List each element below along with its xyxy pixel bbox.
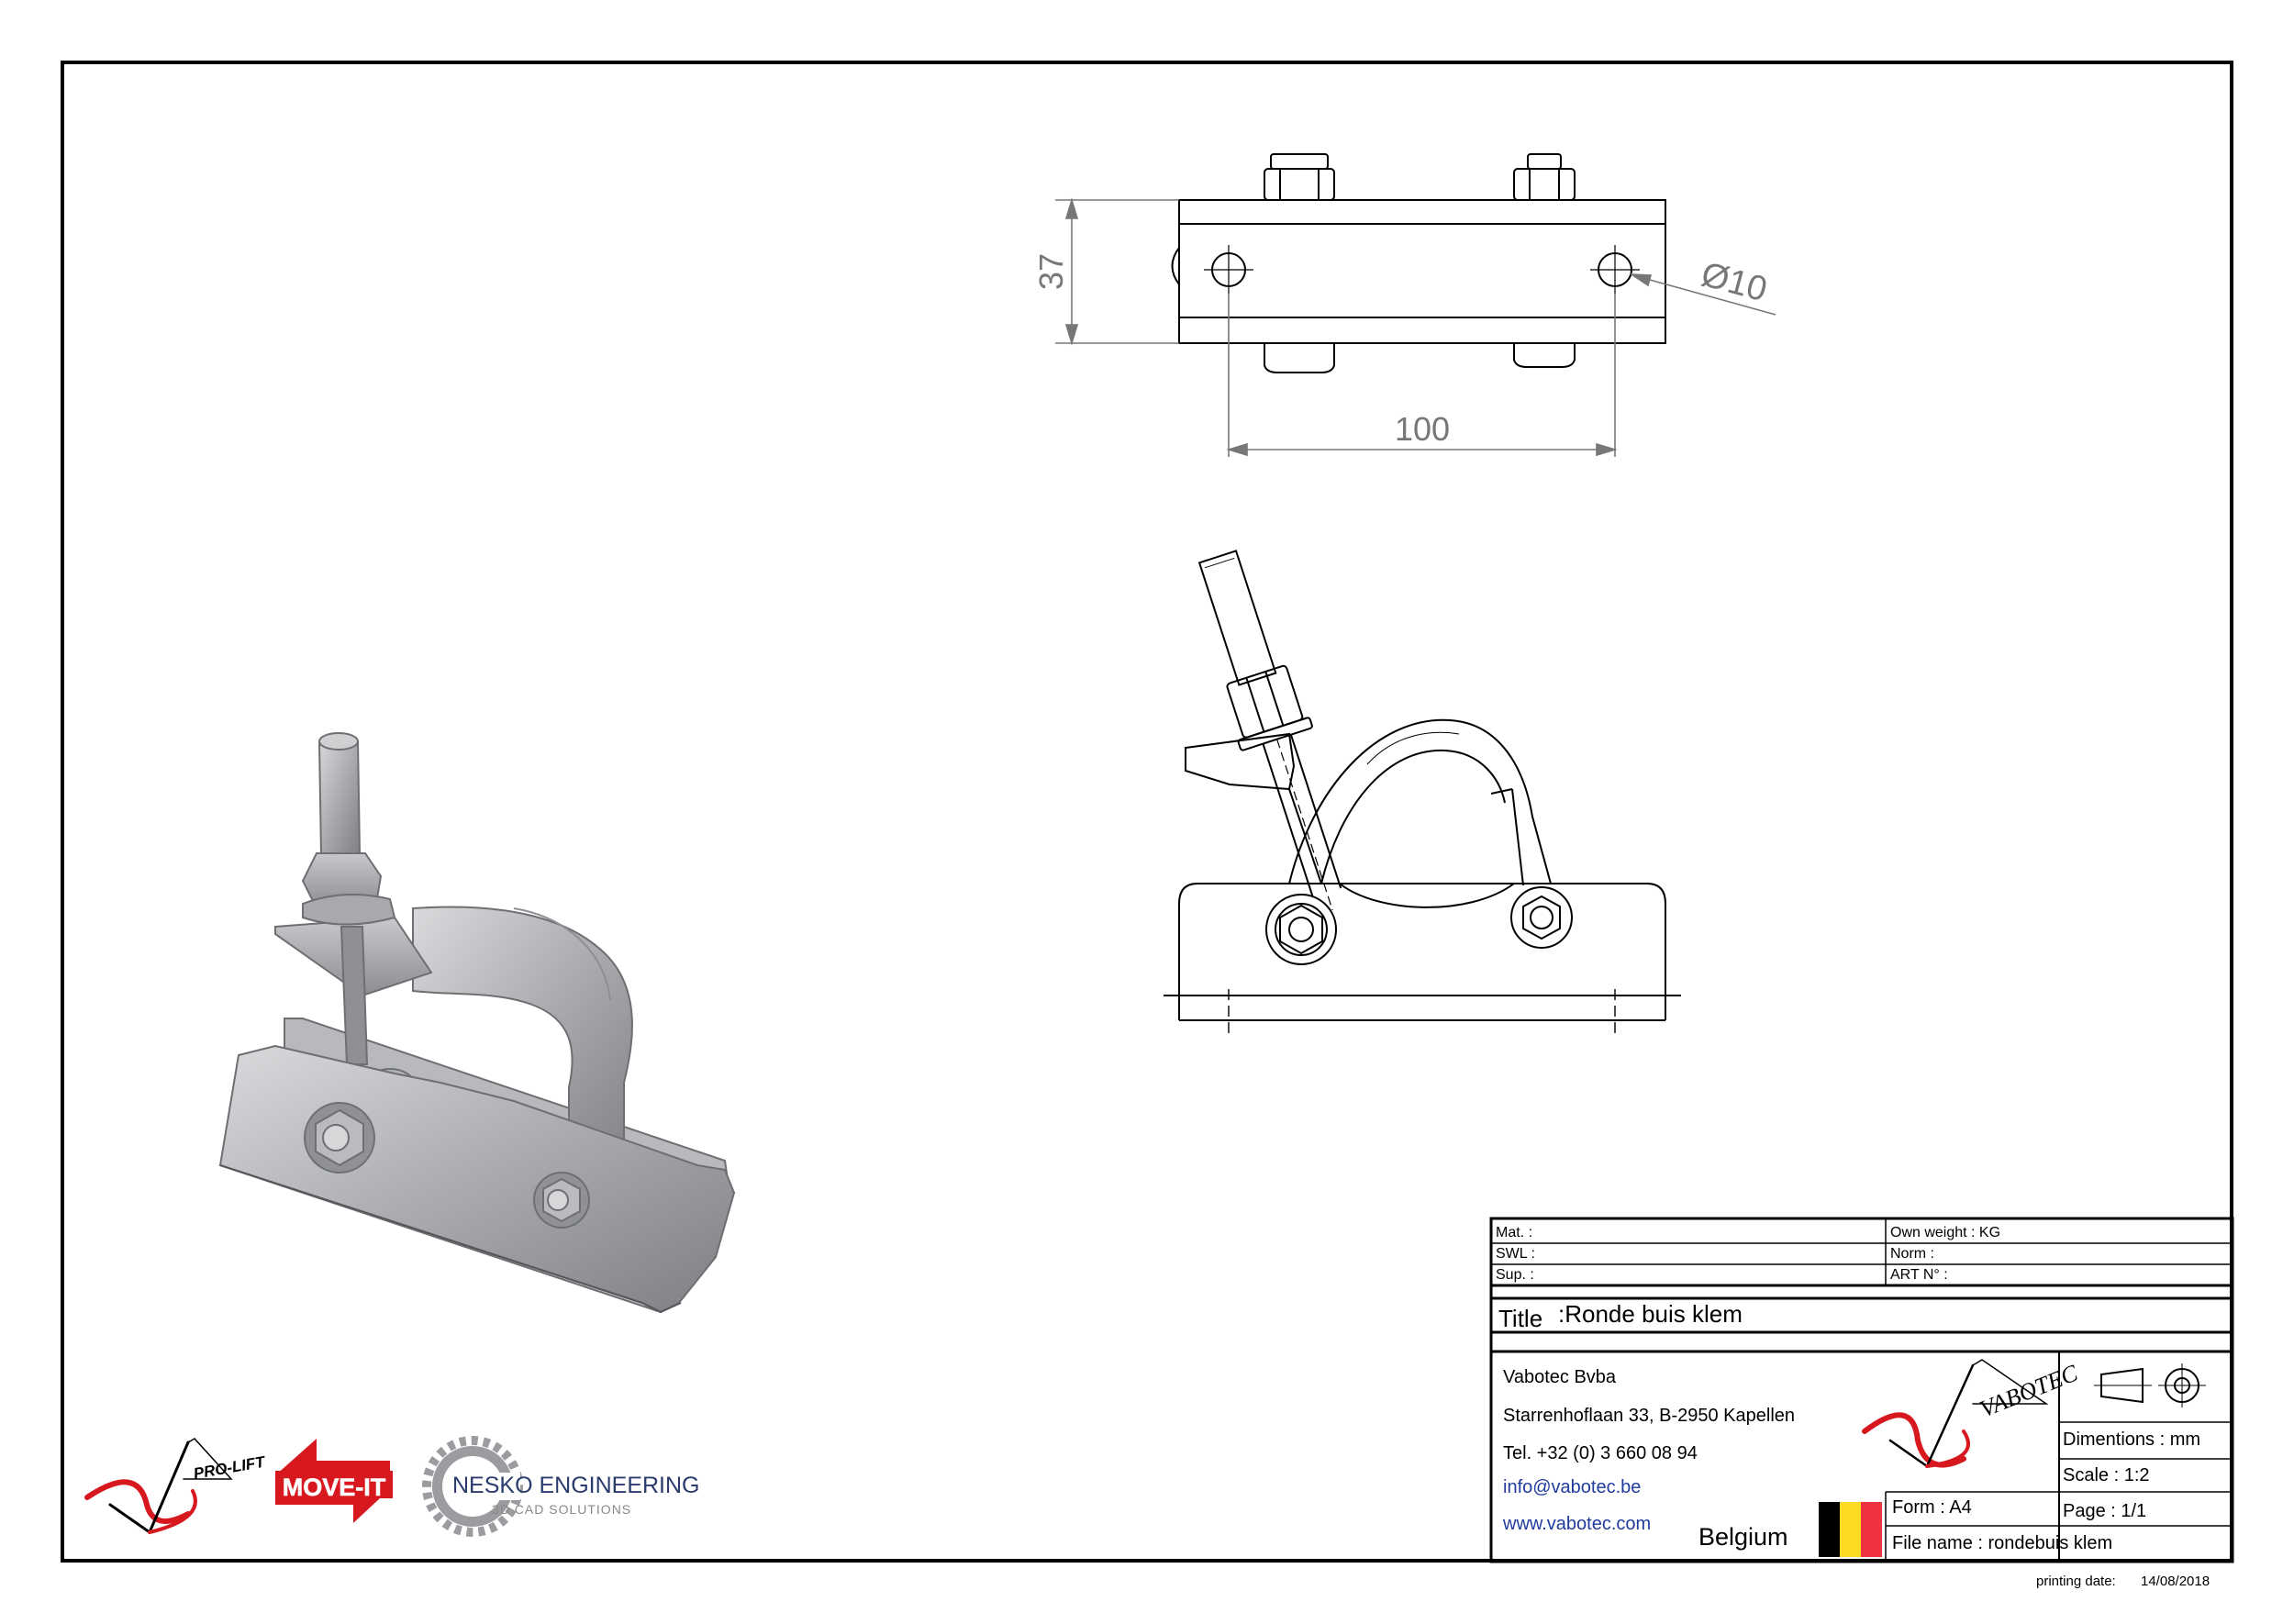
dimensions-unit: Dimentions : mm [2063, 1429, 2201, 1450]
belgium-flag [1819, 1502, 1882, 1557]
dimension-height-37: 37 [1032, 253, 1070, 290]
country-label: Belgium [1698, 1523, 1788, 1551]
printing-date-label: printing date: [2036, 1574, 2116, 1589]
scale-value: Scale : 1:2 [2063, 1465, 2150, 1485]
isometric-view [218, 732, 736, 1314]
side-view [1164, 550, 1681, 1035]
mat-label: Mat. : [1496, 1225, 1533, 1240]
company-address: Starrenhoflaan 33, B-2950 Kapellen [1503, 1406, 1796, 1426]
norm-label: Norm : [1890, 1246, 1934, 1262]
form-size: Form : A4 [1892, 1497, 1972, 1518]
projection-symbol [2094, 1363, 2206, 1407]
nesko-logo-name: NESKO ENGINEERING [452, 1473, 700, 1498]
prolift-logo [84, 1438, 233, 1535]
nesko-gear-logo [422, 1436, 523, 1537]
printing-date-value: 14/08/2018 [2141, 1574, 2210, 1589]
moveit-logo-text: MOVE-IT [283, 1474, 386, 1501]
title-value: :Ronde buis klem [1558, 1300, 1743, 1328]
swl-label: SWL : [1496, 1246, 1535, 1262]
company-name: Vabotec Bvba [1503, 1367, 1617, 1387]
top-view [1171, 153, 1666, 373]
own-weight-label: Own weight : KG [1890, 1225, 2001, 1240]
company-email-link[interactable]: info@vabotec.be [1503, 1477, 1642, 1497]
nesko-logo-subtitle: 3D CAD SOLUTIONS [492, 1502, 632, 1517]
title-label: Title [1498, 1305, 1543, 1332]
file-name: File name : rondebuis klem [1892, 1533, 2113, 1553]
art-number-label: ART N° : [1890, 1267, 1948, 1283]
page-number: Page : 1/1 [2063, 1501, 2147, 1521]
company-website-link[interactable]: www.vabotec.com [1503, 1514, 1652, 1534]
drawing-sheet-frame [61, 61, 2233, 1563]
company-phone: Tel. +32 (0) 3 660 08 94 [1503, 1443, 1698, 1463]
dimension-width-100: 100 [1395, 410, 1450, 448]
sup-label: Sup. : [1496, 1267, 1534, 1283]
vabotec-logo [1862, 1359, 2049, 1468]
top-view-dimensions [1055, 197, 1776, 457]
moveit-logo [275, 1439, 393, 1523]
